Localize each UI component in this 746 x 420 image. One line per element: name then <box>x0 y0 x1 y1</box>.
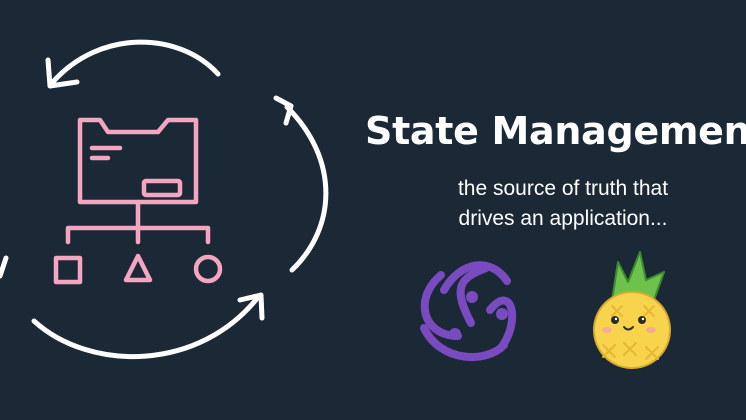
pinia-eye-right <box>638 316 646 324</box>
pinia-texture <box>602 305 659 360</box>
redux-logo-icon <box>420 261 517 361</box>
folder-icon <box>77 117 199 205</box>
triangle-node-icon <box>123 253 153 283</box>
pinia-body <box>593 291 671 369</box>
arrow-left-stub <box>0 255 9 279</box>
arrow-top <box>49 39 221 86</box>
headline: State Managemen <box>365 109 746 153</box>
arrow-right-head <box>273 95 294 126</box>
arrow-bottom-head <box>237 292 265 321</box>
pinia-cheek-right <box>646 327 656 333</box>
tagline-line-2: drives an application... <box>458 207 668 230</box>
circle-node-icon <box>193 254 223 284</box>
arrow-right <box>284 104 329 273</box>
pinia-cheek-left <box>602 327 612 333</box>
cycle-arrows-icon <box>0 39 329 360</box>
tagline-line-1: the source of truth that <box>457 177 669 200</box>
arrow-top-head <box>45 57 80 89</box>
pinia-smile <box>623 326 634 331</box>
pinia-logo-icon <box>593 251 671 369</box>
tagline: the source of truth that drives an appli… <box>400 174 726 234</box>
pinia-leaves <box>611 251 665 301</box>
pinia-eye-left <box>611 316 619 324</box>
folder-hierarchy-icon <box>53 117 223 285</box>
square-node-icon <box>53 255 83 285</box>
folder-label-box <box>141 178 183 198</box>
arrow-bottom <box>31 293 262 360</box>
